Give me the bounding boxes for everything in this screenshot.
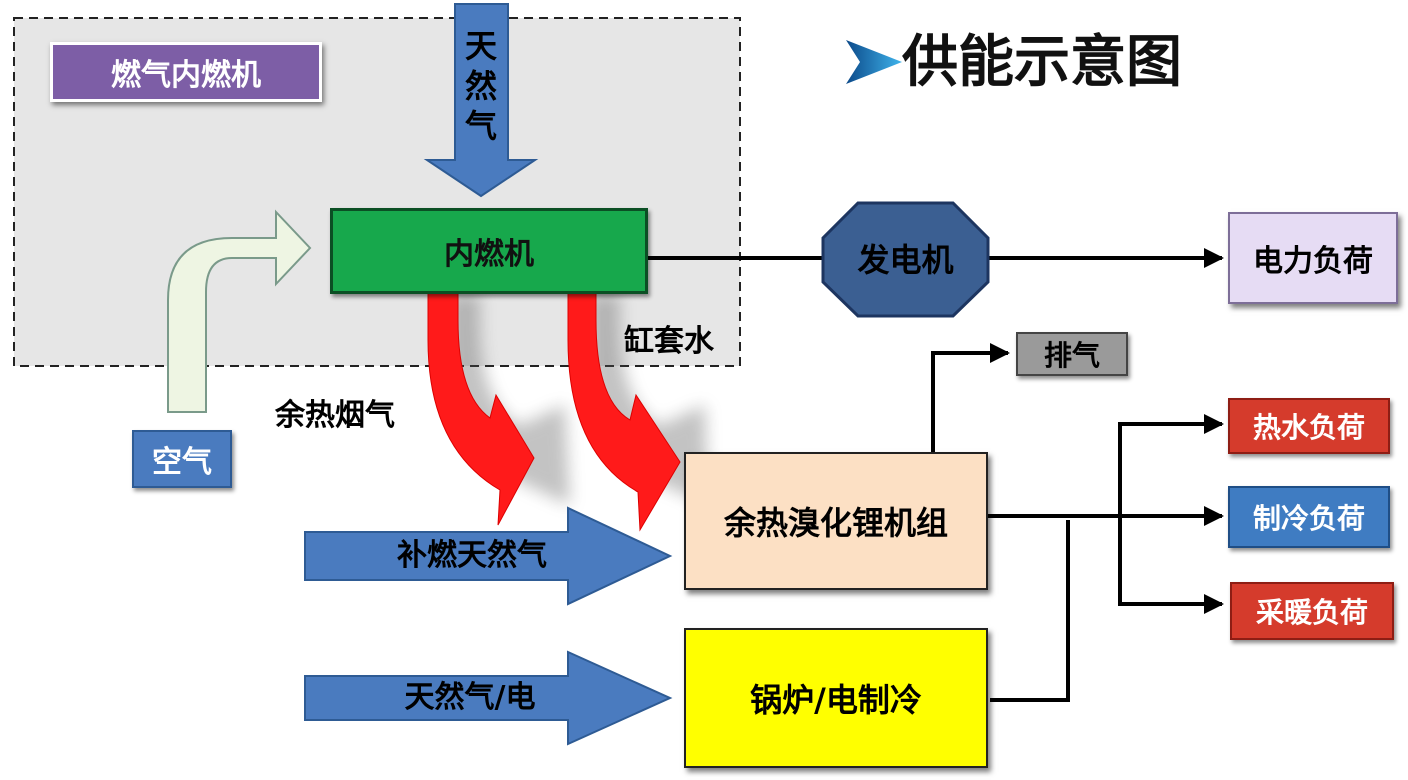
supplementary-gas-arrow <box>304 506 673 606</box>
gas-electric-label: 天然气/电 <box>404 680 536 715</box>
absorption-unit-box: 余热溴化锂机组 <box>684 452 988 590</box>
generator-label: 发电机 <box>857 241 954 279</box>
natural-gas-label-1: 天 <box>464 27 497 65</box>
hot-water-load-box: 热水负荷 <box>1228 398 1390 454</box>
natural-gas-arrow <box>423 3 539 198</box>
natural-gas-label-2: 然 <box>464 67 497 105</box>
air-arrow <box>167 209 312 413</box>
cooling-load-box: 制冷负荷 <box>1228 486 1390 548</box>
air-label: 空气 <box>132 430 232 488</box>
jacket-water-arrow <box>567 291 681 532</box>
connector-lines <box>648 248 1224 702</box>
heating-load-box: 采暖负荷 <box>1230 582 1394 640</box>
electric-load-box: 电力负荷 <box>1228 212 1398 304</box>
exhaust-box: 排气 <box>1016 332 1128 376</box>
jacket-water-label: 缸套水 <box>624 324 714 359</box>
gas-electric-arrow <box>304 650 673 746</box>
page-title: 供能示意图 <box>902 30 1182 95</box>
flue-gas-label: 余热烟气 <box>275 398 395 433</box>
region-label: 燃气内燃机 <box>50 42 322 102</box>
title-chevron-icon <box>846 40 902 84</box>
engine-box: 内燃机 <box>330 208 648 294</box>
flue-gas-arrow <box>427 291 535 526</box>
boiler-box: 锅炉/电制冷 <box>684 628 988 768</box>
natural-gas-label-3: 气 <box>464 107 497 145</box>
supplementary-gas-label: 补燃天然气 <box>397 538 547 573</box>
generator-shape <box>821 201 990 318</box>
